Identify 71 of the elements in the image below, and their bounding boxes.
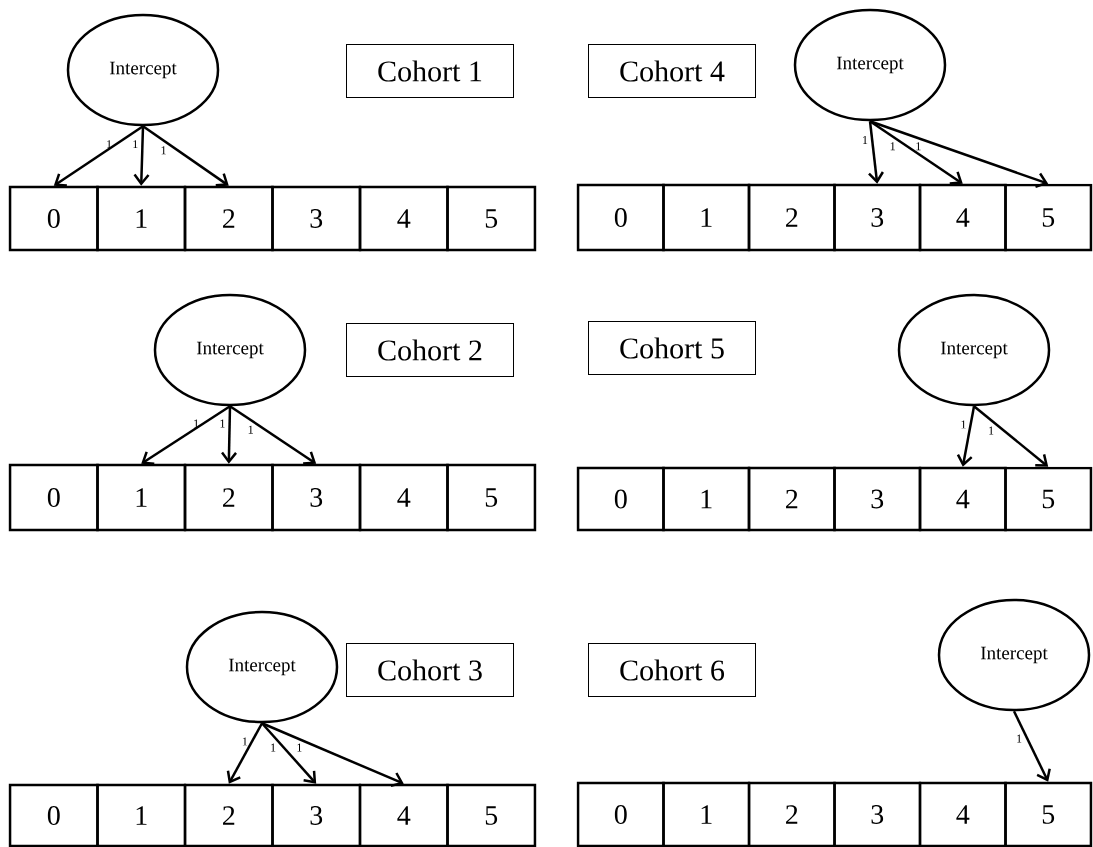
- arrow: [141, 405, 231, 465]
- arrow: [221, 406, 237, 464]
- time-cell: 2: [183, 783, 274, 847]
- arrow: [142, 125, 229, 187]
- arrow: [868, 121, 884, 184]
- time-cell: 0: [576, 466, 665, 532]
- arrow: [261, 722, 404, 788]
- edge-label: 1: [961, 420, 966, 429]
- time-cell: 1: [96, 185, 187, 252]
- time-cell: 1: [662, 183, 751, 252]
- time-cell: 1: [662, 466, 751, 532]
- time-cell: 0: [8, 463, 99, 532]
- edge-label: 1: [1017, 734, 1022, 743]
- time-cell: 0: [576, 183, 665, 252]
- time-cell: 5: [446, 463, 537, 532]
- edge-label: 1: [161, 146, 166, 155]
- time-cell: 0: [8, 185, 99, 252]
- cohort-box: Cohort 1: [346, 44, 514, 98]
- time-cell: 2: [747, 781, 836, 847]
- time-cell: 3: [833, 183, 922, 252]
- time-cell: 1: [96, 463, 187, 532]
- edge-label: 1: [916, 142, 921, 151]
- edge-label: 1: [271, 743, 276, 752]
- edge-label: 1: [863, 136, 868, 144]
- edge-label: 1: [890, 142, 895, 151]
- arrow: [869, 120, 1049, 188]
- time-cell: 3: [833, 781, 922, 847]
- time-cell: 4: [358, 783, 449, 847]
- time-cell: 2: [183, 185, 274, 252]
- arrow: [869, 120, 963, 185]
- cohort-box: Cohort 6: [588, 643, 756, 697]
- cohort-box: Cohort 3: [346, 643, 514, 697]
- time-cell: 4: [358, 185, 449, 252]
- time-cell: 5: [446, 783, 537, 847]
- arrow: [956, 406, 976, 467]
- cohort-box: Cohort 5: [588, 321, 756, 375]
- time-cell: 4: [918, 183, 1007, 252]
- time-cell: 4: [358, 463, 449, 532]
- time-cell: 1: [662, 781, 751, 847]
- time-cell: 5: [1004, 183, 1093, 252]
- time-cell: 5: [1004, 781, 1093, 847]
- edge-label: 1: [220, 419, 225, 428]
- time-cell: 3: [271, 185, 362, 252]
- cohort-box: Cohort 4: [588, 44, 756, 98]
- edge-label: 1: [133, 140, 138, 149]
- edge-label: 1: [107, 140, 112, 149]
- arrow: [1012, 710, 1051, 782]
- time-cell: 4: [918, 466, 1007, 532]
- time-cell: 0: [576, 781, 665, 847]
- time-cell: 5: [446, 185, 537, 252]
- time-cell: 2: [747, 466, 836, 532]
- time-cell: 5: [1004, 466, 1093, 532]
- edge-label: 1: [248, 425, 253, 434]
- cohort-box: Cohort 2: [346, 323, 514, 377]
- arrow: [53, 125, 144, 187]
- time-cell: 2: [747, 183, 836, 252]
- time-cell: 1: [96, 783, 187, 847]
- arrow: [973, 405, 1049, 467]
- time-cell: 3: [271, 783, 362, 847]
- edge-label: 1: [989, 426, 994, 435]
- arrow: [133, 126, 150, 186]
- time-cell: 0: [8, 783, 99, 847]
- edge-label: 1: [242, 737, 248, 746]
- edge-label: 1: [297, 743, 302, 752]
- arrow: [226, 722, 264, 784]
- time-cell: 3: [271, 463, 362, 532]
- arrow: [261, 722, 317, 784]
- time-cell: 2: [183, 463, 274, 532]
- arrow: [229, 405, 317, 465]
- time-cell: 4: [918, 781, 1007, 847]
- time-cell: 3: [833, 466, 922, 532]
